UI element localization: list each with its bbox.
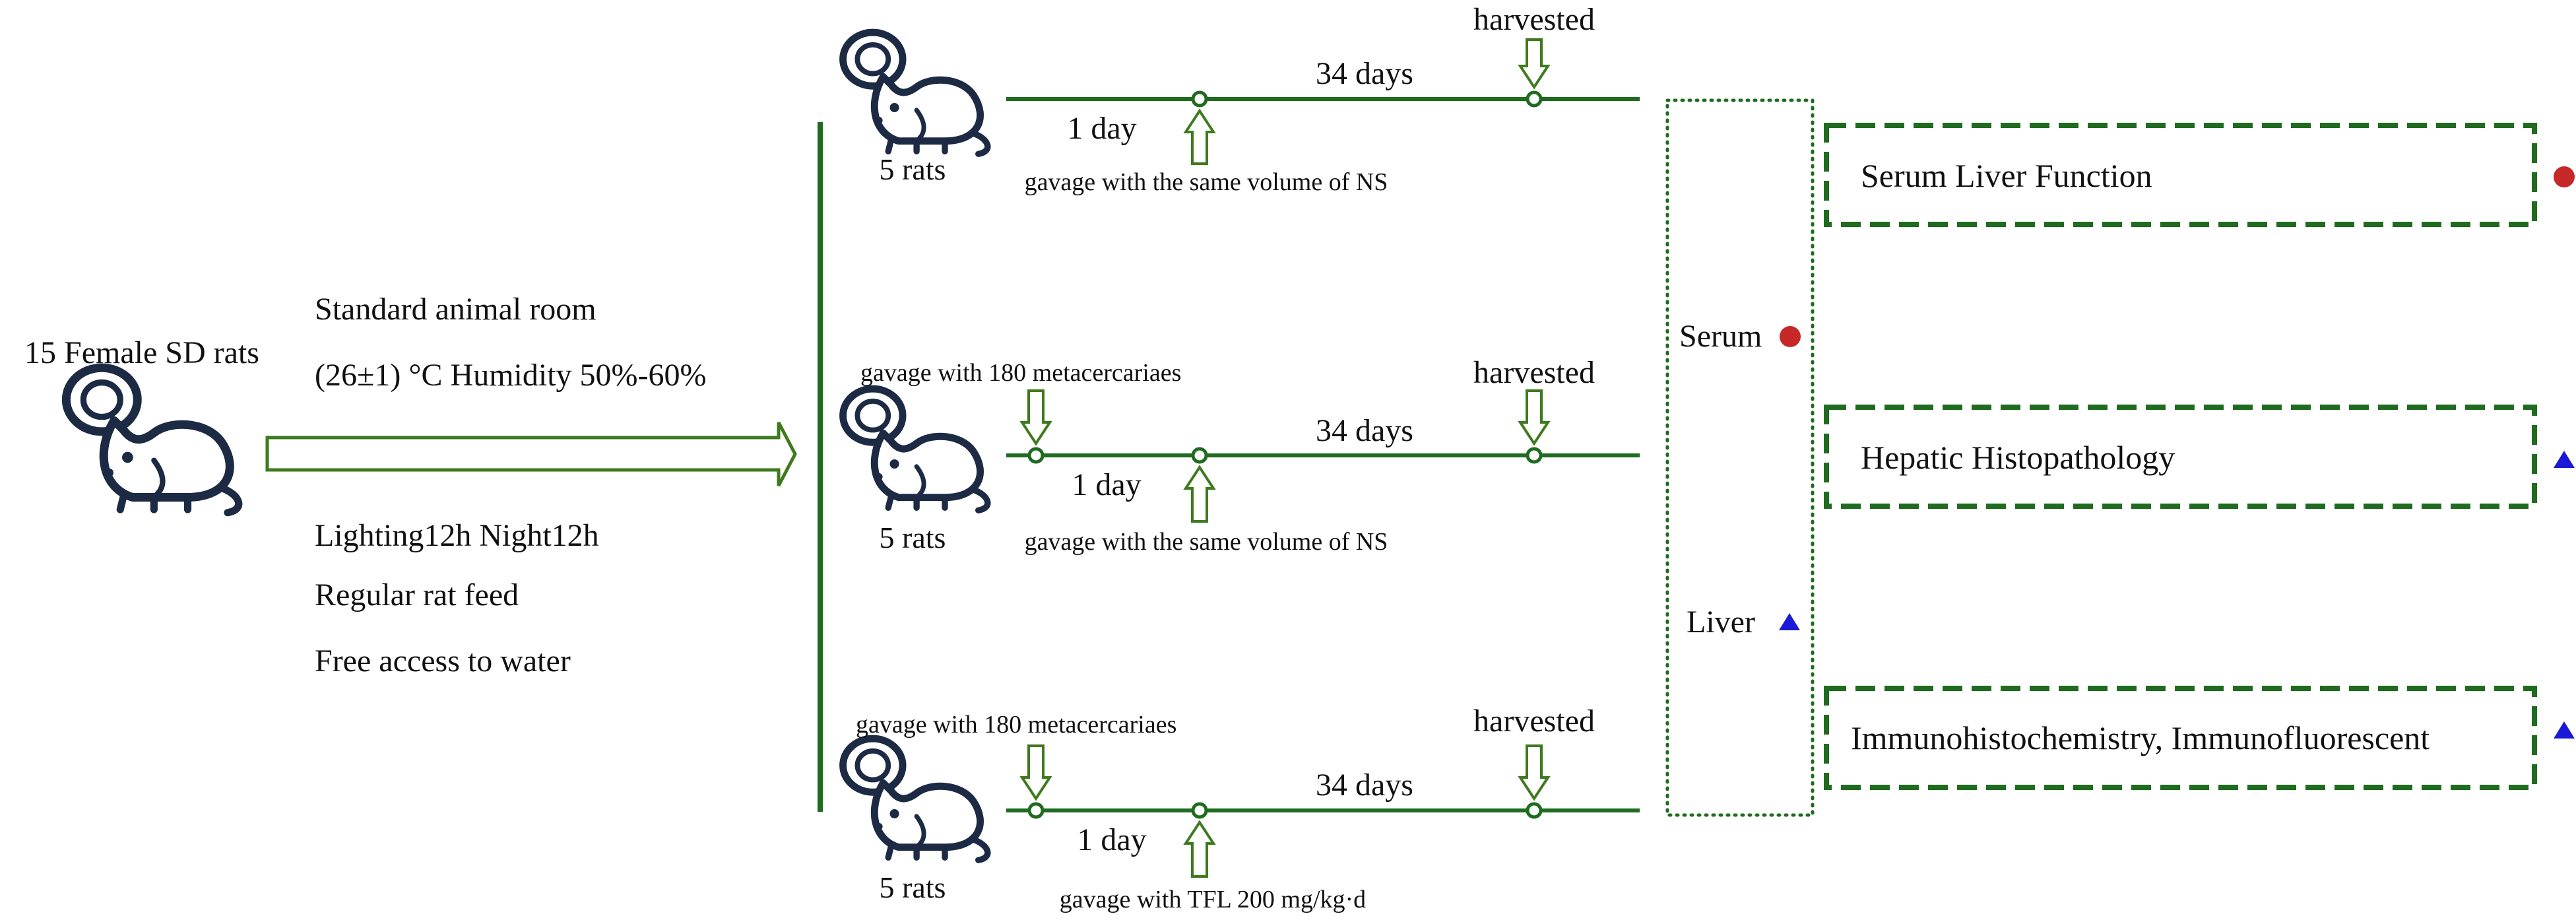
- gavage-label: gavage with the same volume of NS: [1025, 528, 1388, 556]
- group-count: 5 rats: [880, 521, 946, 554]
- infection-arrow: [1019, 389, 1052, 446]
- gavage-arrow: [1183, 465, 1216, 523]
- main-arrow: [265, 421, 797, 487]
- timepoint-marker: [1191, 90, 1208, 108]
- care-line-3: Free access to water: [315, 643, 571, 678]
- days-label: 34 days: [1316, 413, 1413, 448]
- liver-marker: [2554, 451, 2575, 468]
- analysis-label: Serum Liver Function: [1861, 157, 2152, 194]
- liver-label: Liver: [1687, 605, 1755, 640]
- sample-box: [1665, 98, 1815, 817]
- timepoint-marker: [1526, 447, 1543, 464]
- care-line-1: Lighting12h Night12h: [315, 518, 599, 553]
- serum-marker: [1780, 326, 1801, 347]
- harvest-label: harvested: [1473, 704, 1595, 739]
- harvest-arrow: [1518, 389, 1551, 446]
- analysis-label: Hepatic Histopathology: [1861, 439, 2175, 476]
- treatment-label: gavage with TFL 200 mg/kg·d: [1060, 886, 1366, 913]
- infection-label: gavage with 180 metacercariaes: [860, 359, 1181, 387]
- analysis-box-hepatic-histopathology: [1824, 405, 2537, 509]
- timepoint-marker: [1526, 90, 1543, 108]
- gavage-arrow: [1183, 108, 1216, 165]
- room-line-2: (26±1) °C Humidity 50%-60%: [315, 358, 706, 393]
- harvest-arrow: [1518, 744, 1551, 801]
- harvest-arrow: [1518, 38, 1551, 90]
- liver-marker: [1779, 613, 1800, 630]
- room-line-1: Standard animal room: [315, 292, 596, 327]
- timepoint-marker: [1191, 447, 1208, 464]
- group-3: 5 rats gavage with 180 metacercariaes ha…: [843, 704, 1640, 913]
- group-1: 5 rats harvested 34 days 1 day gavage wi…: [843, 2, 1640, 196]
- rat-icon: [843, 739, 988, 860]
- analysis-label: Immunohistochemistry, Immunofluorescent: [1851, 719, 2430, 756]
- days-label: 34 days: [1316, 56, 1413, 91]
- timepoint-marker: [1027, 447, 1045, 464]
- harvest-label: harvested: [1473, 355, 1595, 390]
- care-line-2: Regular rat feed: [315, 577, 519, 612]
- day1-label: 1 day: [1072, 467, 1141, 502]
- group-count: 5 rats: [880, 871, 946, 904]
- gavage-label: gavage with the same volume of NS: [1025, 168, 1388, 196]
- serum-label: Serum: [1679, 319, 1762, 354]
- liver-marker: [2554, 721, 2575, 739]
- rat-icon: [843, 389, 988, 510]
- analysis-box-serum-liver-function: [1824, 123, 2537, 227]
- group-2: 5 rats gavage with 180 metacercariaes ha…: [843, 355, 1640, 556]
- serum-marker: [2554, 166, 2575, 187]
- timepoint-marker: [1191, 802, 1208, 819]
- day1-label: 1 day: [1077, 822, 1146, 857]
- timepoint-marker: [1526, 802, 1543, 819]
- timepoint-marker: [1027, 802, 1045, 819]
- treatment-arrow: [1183, 820, 1216, 878]
- days-label: 34 days: [1316, 768, 1413, 803]
- harvest-label: harvested: [1473, 2, 1595, 37]
- day1-label: 1 day: [1067, 111, 1136, 146]
- rat-icon: [843, 32, 988, 154]
- group-count: 5 rats: [880, 152, 946, 186]
- infection-arrow: [1019, 744, 1052, 801]
- analysis-box-immuno: [1824, 686, 2537, 790]
- rat-icon: [66, 368, 238, 512]
- infection-label: gavage with 180 metacercariaes: [856, 711, 1176, 739]
- rat-count-title: 15 Female SD rats: [24, 335, 259, 370]
